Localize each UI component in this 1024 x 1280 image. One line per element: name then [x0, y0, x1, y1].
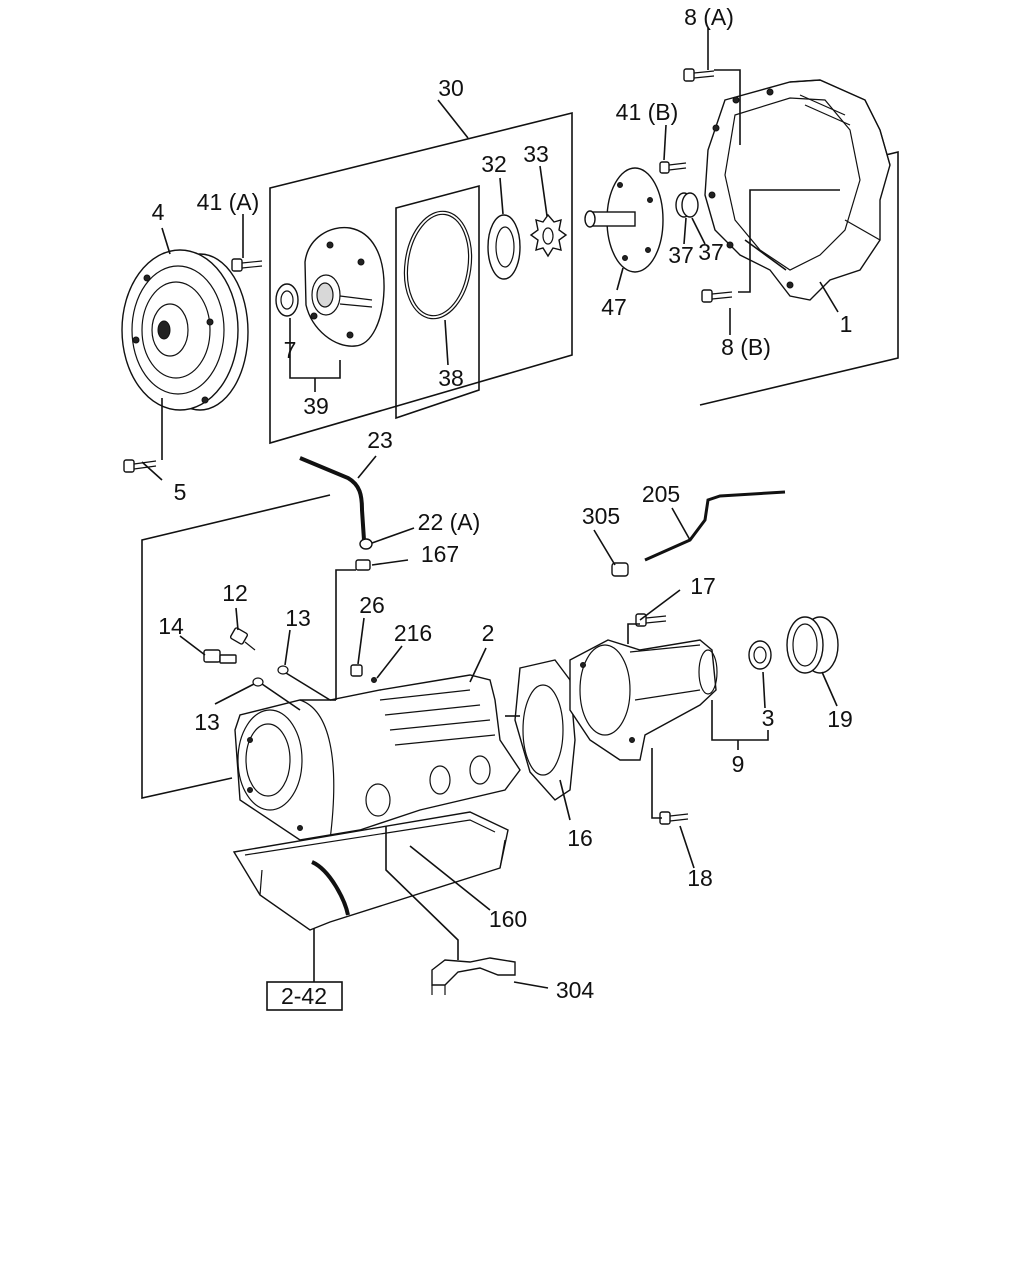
- label-19: 19: [827, 706, 853, 732]
- label-8a: 8 (A): [684, 4, 734, 30]
- label-23: 23: [367, 427, 393, 453]
- torque-converter: [121, 249, 249, 411]
- label-30: 30: [438, 75, 464, 101]
- label-13-upper: 13: [285, 605, 311, 631]
- callout-labels: 30 4 41 (A) 5 7 39 38 32 33 47 37 37 41 …: [152, 4, 853, 1003]
- reference-box[interactable]: 2-42: [266, 981, 343, 1011]
- label-7: 7: [284, 337, 297, 363]
- inner-gear-33: [529, 213, 568, 258]
- label-37-first: 37: [668, 242, 694, 268]
- label-305: 305: [582, 503, 620, 529]
- transmission-case: [234, 674, 521, 847]
- label-18: 18: [687, 865, 713, 891]
- oil-pump-body: [304, 226, 385, 347]
- reference-box-label: 2-42: [281, 983, 327, 1009]
- o-ring-38: [403, 210, 473, 320]
- sensor-14: [203, 649, 237, 664]
- label-304: 304: [556, 977, 595, 1003]
- label-5: 5: [174, 479, 187, 505]
- label-1: 1: [840, 311, 853, 337]
- transmission-case-frame: [141, 494, 331, 799]
- o-ring-13-upper: [277, 665, 289, 675]
- label-216: 216: [394, 620, 432, 646]
- pump-gear-subgroup-frame: [395, 184, 480, 420]
- plug-26: [350, 664, 363, 677]
- label-41a: 41 (A): [197, 189, 260, 215]
- label-39: 39: [303, 393, 329, 419]
- connector-167: [355, 559, 371, 571]
- label-41b: 41 (B): [616, 99, 679, 125]
- oil-seal-7: [275, 283, 299, 317]
- ball-216: [371, 677, 377, 683]
- dust-cover-19: [786, 616, 839, 674]
- gasket-16: [514, 659, 576, 801]
- label-8b: 8 (B): [721, 334, 771, 360]
- label-37-second: 37: [698, 239, 724, 265]
- label-3: 3: [762, 705, 775, 731]
- label-22a: 22 (A): [418, 509, 481, 535]
- label-2: 2: [482, 620, 495, 646]
- clip-22a: [359, 538, 373, 550]
- o-ring-13-lower: [252, 677, 264, 687]
- label-160: 160: [489, 906, 527, 932]
- leader-lines: [141, 28, 840, 989]
- label-33: 33: [523, 141, 549, 167]
- label-4: 4: [152, 199, 165, 225]
- oil-pump-group-frame: [269, 111, 573, 445]
- bolt-8b: [701, 289, 733, 303]
- label-47: 47: [601, 294, 627, 320]
- outer-gear-32: [487, 214, 521, 280]
- label-26: 26: [359, 592, 385, 618]
- seal-rings-37: [675, 192, 699, 218]
- label-38: 38: [438, 365, 464, 391]
- label-16: 16: [567, 825, 593, 851]
- label-9: 9: [732, 751, 745, 777]
- label-12: 12: [222, 580, 248, 606]
- harness-205: [644, 490, 786, 562]
- bolt-41a: [231, 258, 263, 272]
- bolt-41b: [659, 161, 687, 174]
- tube-23: [299, 456, 366, 541]
- plug-305: [611, 562, 629, 577]
- bolt-8a: [683, 68, 715, 82]
- label-17: 17: [690, 573, 716, 599]
- extension-housing-9: [569, 639, 718, 761]
- bracket-304: [431, 957, 516, 995]
- label-32: 32: [481, 151, 507, 177]
- sensor-12: [229, 627, 256, 651]
- label-14: 14: [158, 613, 184, 639]
- bolt-5: [123, 459, 157, 473]
- label-13-lower: 13: [194, 709, 220, 735]
- bolt-18: [659, 811, 689, 825]
- label-205: 205: [642, 481, 680, 507]
- stator-shaft-47: [584, 167, 664, 273]
- oil-pan: [232, 811, 509, 931]
- oil-seal-3: [748, 640, 772, 670]
- label-167: 167: [421, 541, 459, 567]
